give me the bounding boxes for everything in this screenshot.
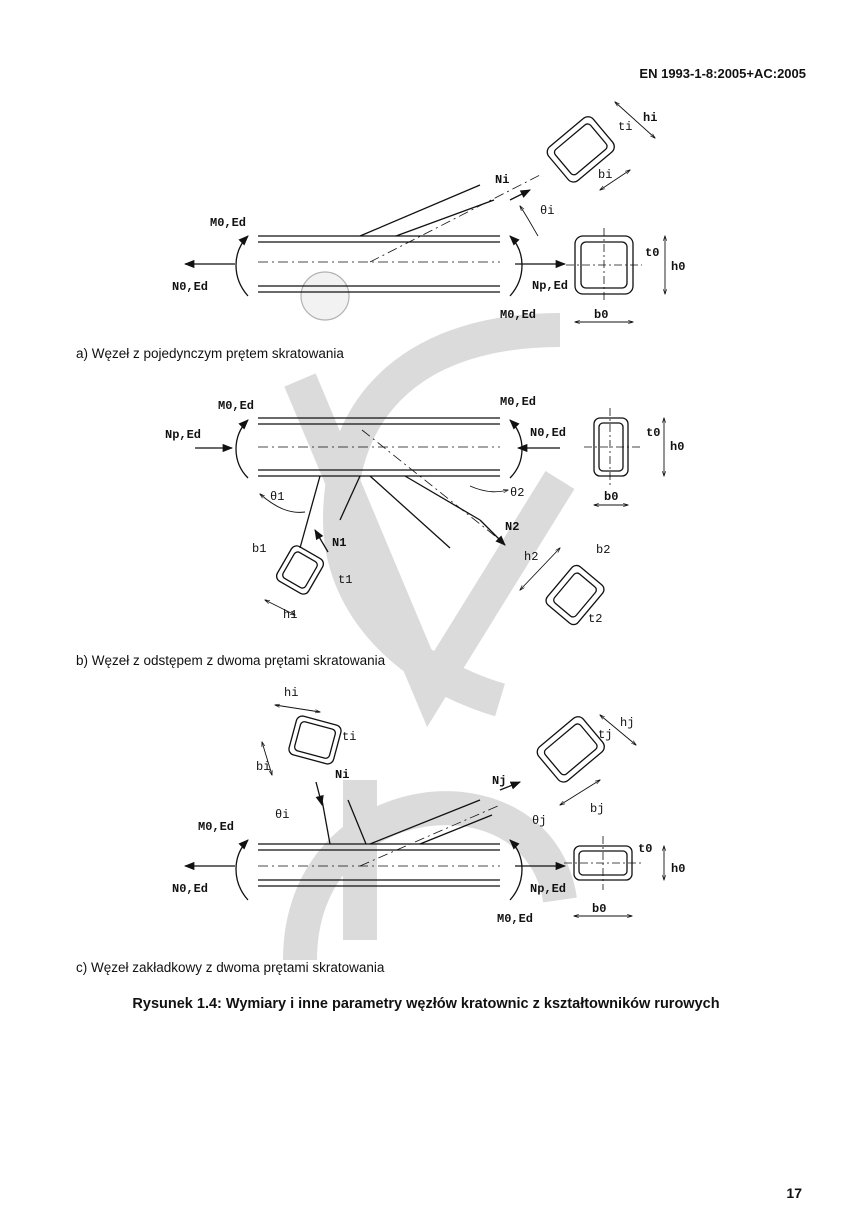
label-b-m0l: M0,Ed xyxy=(218,399,254,413)
document-header: EN 1993-1-8:2005+AC:2005 xyxy=(639,66,806,81)
caption-b: b) Węzeł z odstępem z dwoma prętami skra… xyxy=(76,653,386,668)
figure-c-drawing xyxy=(183,705,664,916)
label-b-t0: t0 xyxy=(646,426,660,440)
label-b-n0: N0,Ed xyxy=(530,426,566,440)
label-a-n0: N0,Ed xyxy=(172,280,208,294)
figure-b-drawing xyxy=(195,408,664,626)
label-b-h1: h1 xyxy=(283,608,297,622)
caption-a: a) Węzeł z pojedynczym prętem skratowani… xyxy=(76,346,344,361)
page-number: 17 xyxy=(786,1185,802,1201)
label-b-b1: b1 xyxy=(252,542,266,556)
watermark xyxy=(283,271,577,961)
label-b-theta1: θ1 xyxy=(270,490,284,504)
label-a-hi: hi xyxy=(643,111,657,125)
label-b-np: Np,Ed xyxy=(165,428,201,442)
label-a-bi: bi xyxy=(598,168,612,182)
label-a-m0r: M0,Ed xyxy=(500,308,536,322)
label-c-thetai: θi xyxy=(275,808,289,822)
label-b-b2: b2 xyxy=(596,543,610,557)
label-c-b0: b0 xyxy=(592,902,606,916)
label-c-m0: M0,Ed xyxy=(198,820,234,834)
label-a-b0: b0 xyxy=(594,308,608,322)
label-c-t0: t0 xyxy=(638,842,652,856)
label-a-np: Np,Ed xyxy=(532,279,568,293)
label-c-ni: Ni xyxy=(335,768,349,782)
label-b-t2: t2 xyxy=(588,612,602,626)
figure-title: Rysunek 1.4: Wymiary i inne parametry wę… xyxy=(132,996,720,1012)
label-a-t0: t0 xyxy=(645,246,659,260)
label-b-t1: t1 xyxy=(338,573,352,587)
label-c-n0: N0,Ed xyxy=(172,882,208,896)
label-a-ni: Ni xyxy=(495,173,509,187)
label-a-ti: ti xyxy=(618,120,632,134)
label-c-bj: bj xyxy=(590,802,604,816)
label-c-h0: h0 xyxy=(671,862,685,876)
label-b-h0: h0 xyxy=(670,440,684,454)
label-a-m0: M0,Ed xyxy=(210,216,246,230)
label-c-hj: hj xyxy=(620,716,634,730)
label-b-b0: b0 xyxy=(604,490,618,504)
figure-a-drawing xyxy=(183,102,665,322)
label-c-bi: bi xyxy=(256,760,270,774)
label-c-np: Np,Ed xyxy=(530,882,566,896)
caption-c: c) Węzeł zakładkowy z dwoma prętami skra… xyxy=(76,960,385,975)
label-c-ti: ti xyxy=(342,730,356,744)
label-c-tj: tj xyxy=(598,728,612,742)
label-b-m0r: M0,Ed xyxy=(500,395,536,409)
label-b-n2: N2 xyxy=(505,520,519,534)
label-b-h2: h2 xyxy=(524,550,538,564)
label-a-h0: h0 xyxy=(671,260,685,274)
label-c-m0r: M0,Ed xyxy=(497,912,533,926)
label-b-theta2: θ2 xyxy=(510,486,524,500)
label-b-n1: N1 xyxy=(332,536,346,550)
label-c-thetaj: θj xyxy=(532,814,546,828)
label-c-hi: hi xyxy=(284,686,298,700)
label-a-theta: θi xyxy=(540,204,554,218)
label-c-nj: Nj xyxy=(492,774,506,788)
